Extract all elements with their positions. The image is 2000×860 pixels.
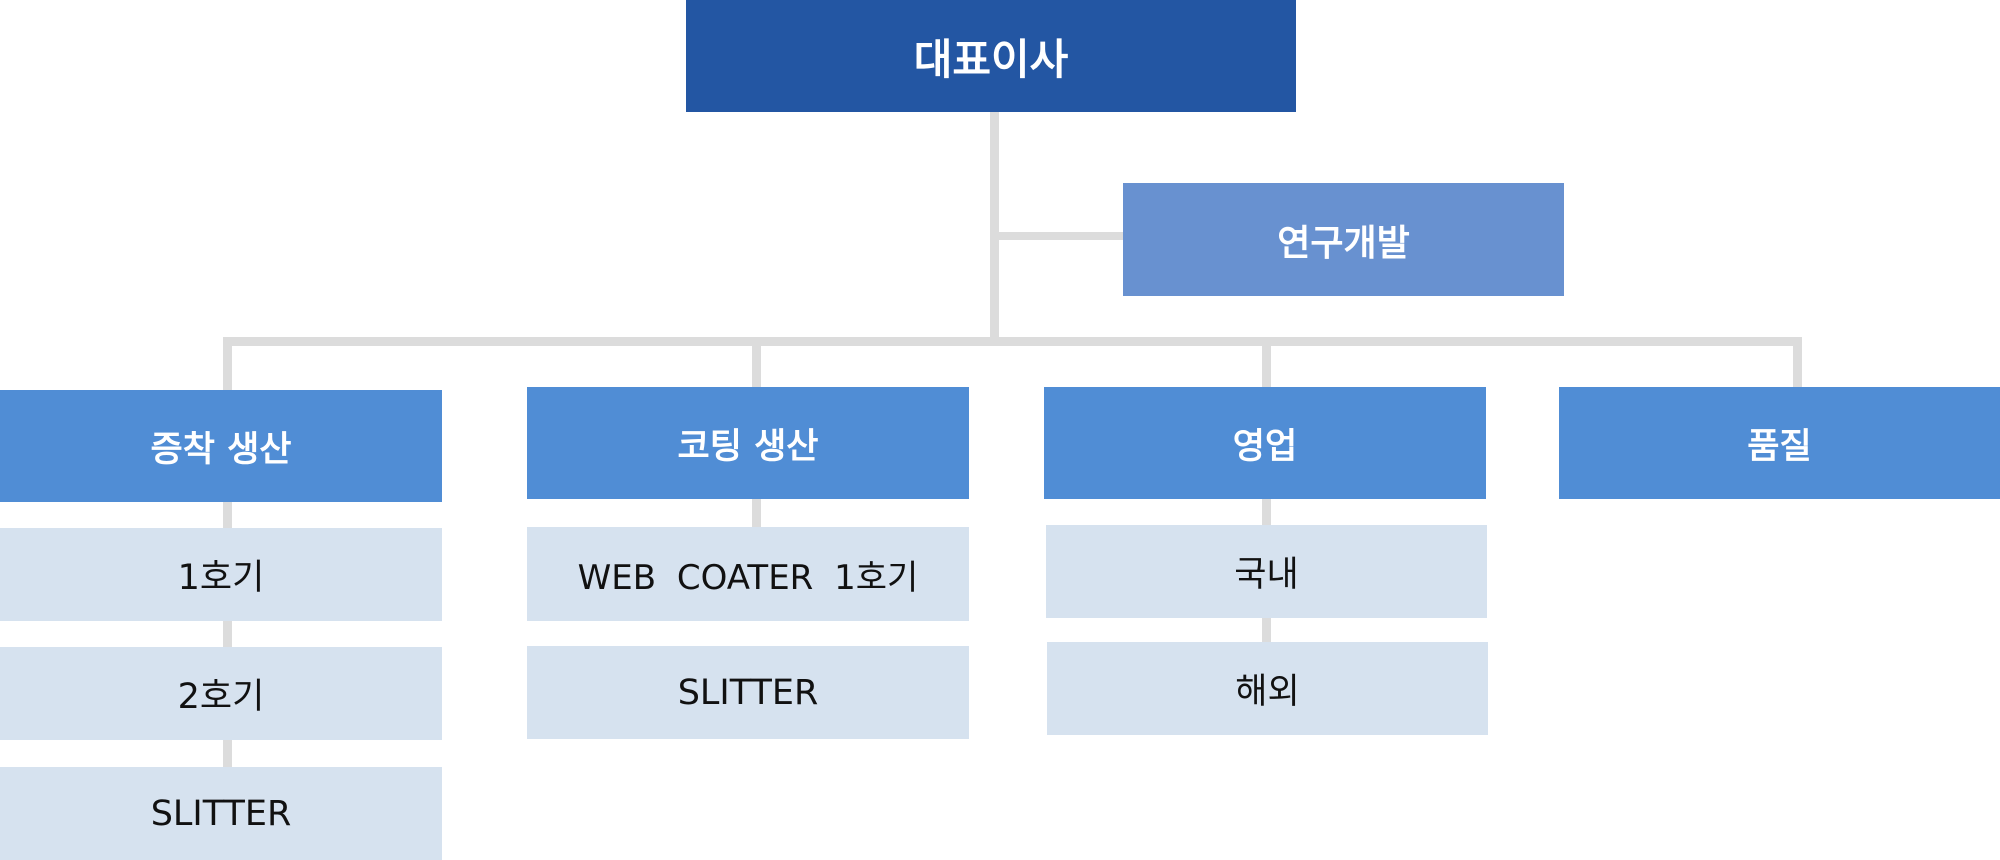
rnd-branch-line xyxy=(999,232,1123,240)
sub-unit-label: WEB COATER 1호기 xyxy=(577,557,919,598)
sub-unit-box: 해외 xyxy=(1047,642,1488,735)
dept-drop-line-1 xyxy=(223,337,232,390)
department-label: 영업 xyxy=(1232,426,1298,467)
ceo-box: 대표이사 xyxy=(686,0,1296,112)
dept-drop-line-4 xyxy=(1793,337,1802,387)
sub-unit-label: SLITTER xyxy=(150,793,292,834)
ceo-trunk-line xyxy=(990,112,999,344)
rnd-box: 연구개발 xyxy=(1123,183,1564,296)
department-label: 코팅 생산 xyxy=(677,426,819,467)
department-sales: 영업 xyxy=(1044,387,1486,499)
rnd-label: 연구개발 xyxy=(1277,222,1410,264)
dept2-child-line xyxy=(752,498,761,528)
department-bus-line xyxy=(223,337,1802,346)
dept-drop-line-2 xyxy=(752,337,761,387)
sub-unit-label: 국내 xyxy=(1234,555,1299,595)
sub-unit-label: 해외 xyxy=(1235,672,1300,712)
ceo-label: 대표이사 xyxy=(913,34,1069,84)
department-coating-production: 코팅 생산 xyxy=(527,387,969,499)
sub-unit-box: WEB COATER 1호기 xyxy=(527,527,969,621)
sub-unit-box: 2호기 xyxy=(0,647,442,740)
department-label: 품질 xyxy=(1747,426,1812,467)
sub-unit-box: SLITTER xyxy=(0,767,442,860)
sub-unit-box: SLITTER xyxy=(527,646,969,739)
dept1-child-line xyxy=(223,500,232,768)
department-label: 증착 생산 xyxy=(150,429,292,470)
sub-unit-box: 1호기 xyxy=(0,528,442,621)
sub-unit-box: 국내 xyxy=(1046,525,1487,618)
department-quality: 품질 xyxy=(1559,387,2000,499)
sub-unit-label: SLITTER xyxy=(677,672,819,713)
sub-unit-label: 1호기 xyxy=(177,558,265,598)
sub-unit-label: 2호기 xyxy=(177,677,265,717)
department-deposition-production: 증착 생산 xyxy=(0,390,442,502)
dept-drop-line-3 xyxy=(1262,337,1271,387)
